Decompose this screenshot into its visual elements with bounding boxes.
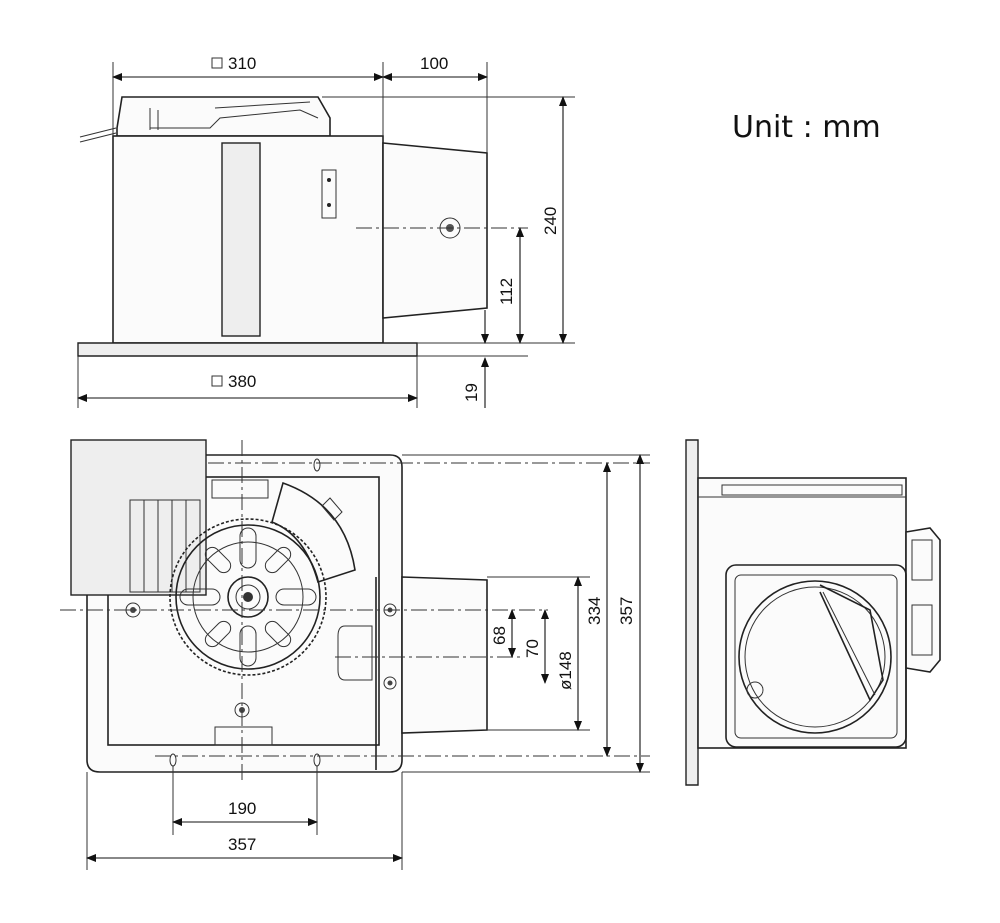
unit-label: Unit : mm [732, 110, 881, 145]
dim-bottom-width: 357 [228, 835, 256, 854]
dim-bolt-spacing: 190 [228, 799, 256, 818]
front-view [685, 439, 941, 786]
dim-duct-center-height: 112 [497, 278, 516, 305]
dim-duct-diameter: ø148 [556, 651, 575, 690]
dim-total-height: 240 [541, 207, 560, 235]
dim-flange-offset: 19 [462, 383, 481, 402]
dim-duct-length: 100 [420, 54, 448, 73]
dim-offset-70: 70 [523, 639, 542, 658]
dim-side-total: 357 [617, 597, 636, 625]
dim-top-width: 310 [228, 54, 256, 73]
side-view: 310 100 240 112 19 380 [77, 54, 575, 408]
bottom-view: 357 334 ø148 70 68 190 357 [60, 439, 650, 870]
dim-offset-68: 68 [490, 626, 509, 645]
dim-grille-width: 380 [228, 372, 256, 391]
dim-side-width: 334 [585, 597, 604, 625]
